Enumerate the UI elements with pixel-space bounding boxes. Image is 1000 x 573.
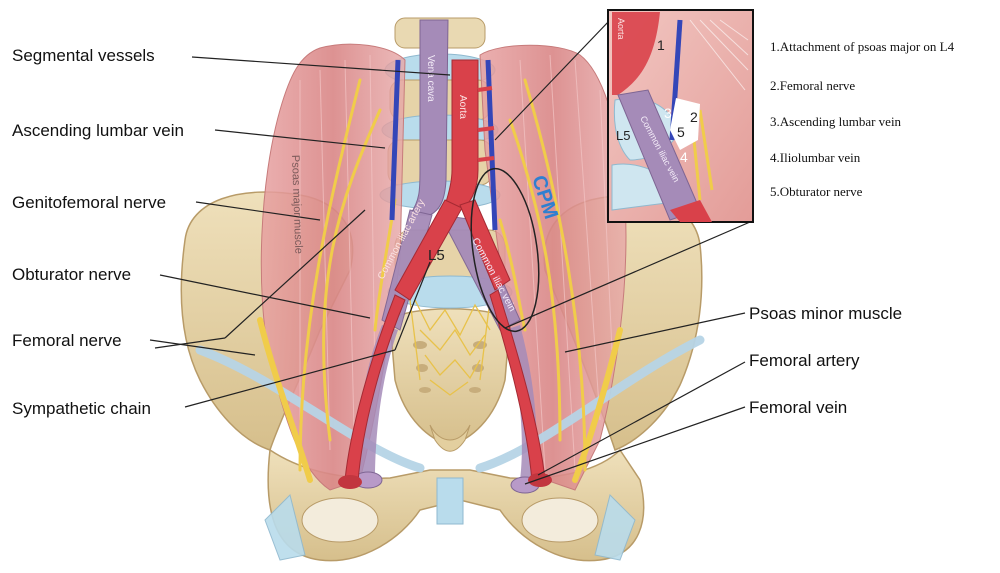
label-genitofemoral-nerve: Genitofemoral nerve [12,194,166,211]
legend-item-1: 1.Attachment of psoas major on L4 [770,40,954,53]
inset-l5-text: L5 [616,128,630,143]
inset-number-3: 3 [664,105,672,121]
right-obturator-foramen [522,498,598,542]
label-femoral-artery: Femoral artery [749,352,860,369]
inset-number-5: 5 [677,124,685,140]
label-ascending-lumbar-vein: Ascending lumbar vein [12,122,184,139]
vena-cava-text: Vena cava [425,55,436,102]
legend-item-2: 2.Femoral nerve [770,79,855,92]
label-sympathetic-chain: Sympathetic chain [12,400,151,417]
label-psoas-minor-muscle: Psoas minor muscle [749,305,902,322]
label-segmental-vessels: Segmental vessels [12,47,155,64]
l5-text: L5 [428,247,445,264]
inset-number-1: 1 [657,37,665,53]
legend-item-5: 5.Obturator nerve [770,185,862,198]
right-femoral-artery [528,473,552,487]
inset-panel: Aorta L5 Common iliac vein 1 2 3 4 5 [608,10,753,222]
legend-item-3: 3.Ascending lumbar vein [770,115,901,128]
label-femoral-vein: Femoral vein [749,399,847,416]
inset-aorta-text: Aorta [616,18,626,40]
legend-item-4: 4.Iliolumbar vein [770,151,860,164]
aorta-text: Aorta [457,95,468,119]
inset-number-4: 4 [680,149,688,165]
pubic-symphysis [437,478,463,524]
left-obturator-foramen [302,498,378,542]
sacrum [390,309,510,445]
inset-number-2: 2 [690,109,698,125]
label-obturator-nerve: Obturator nerve [12,266,131,283]
label-femoral-nerve: Femoral nerve [12,332,122,349]
left-femoral-artery [338,475,362,489]
